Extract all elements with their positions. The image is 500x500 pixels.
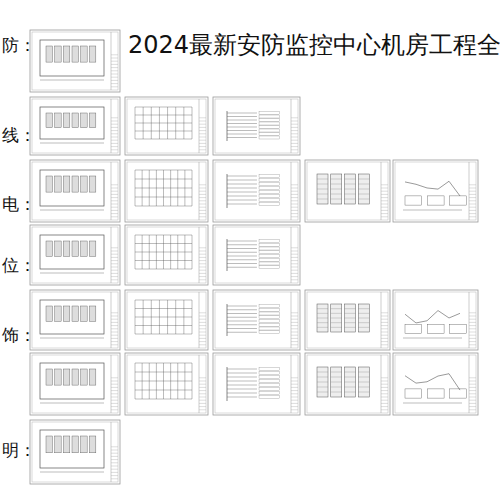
drawing-sheet [30, 30, 120, 92]
drawing-sheet [213, 97, 300, 155]
row-label: 防： [2, 37, 36, 54]
drawing-sheet [125, 160, 208, 222]
drawing-sheet [125, 290, 208, 350]
drawing-sheet [125, 97, 208, 155]
drawing-sheet [213, 290, 300, 350]
drawing-sheet [30, 420, 120, 484]
drawing-sheet [30, 353, 120, 415]
drawing-sheet [30, 160, 120, 222]
row-label: 明： [2, 442, 36, 459]
drawing-sheet [305, 290, 390, 350]
row-label: 线： [2, 127, 36, 144]
drawing-sheet [393, 353, 478, 415]
row-label: 饰： [2, 327, 36, 344]
drawing-sheet [125, 225, 208, 285]
page-title: 2024最新安防监控中心机房工程全面 [128, 33, 500, 57]
drawing-sheet [125, 353, 208, 415]
row-label: 电： [2, 196, 36, 213]
row-label: 位： [2, 257, 36, 274]
drawing-sheet [213, 225, 300, 285]
drawing-sheet [30, 290, 120, 350]
drawing-sheet [30, 225, 120, 285]
drawing-sheet [305, 353, 390, 415]
drawing-sheet [305, 160, 390, 222]
drawing-sheet [213, 353, 300, 415]
drawing-sheet [213, 160, 300, 222]
drawing-sheet [393, 160, 478, 222]
drawing-sheet [30, 97, 120, 155]
drawing-sheet [393, 290, 478, 350]
